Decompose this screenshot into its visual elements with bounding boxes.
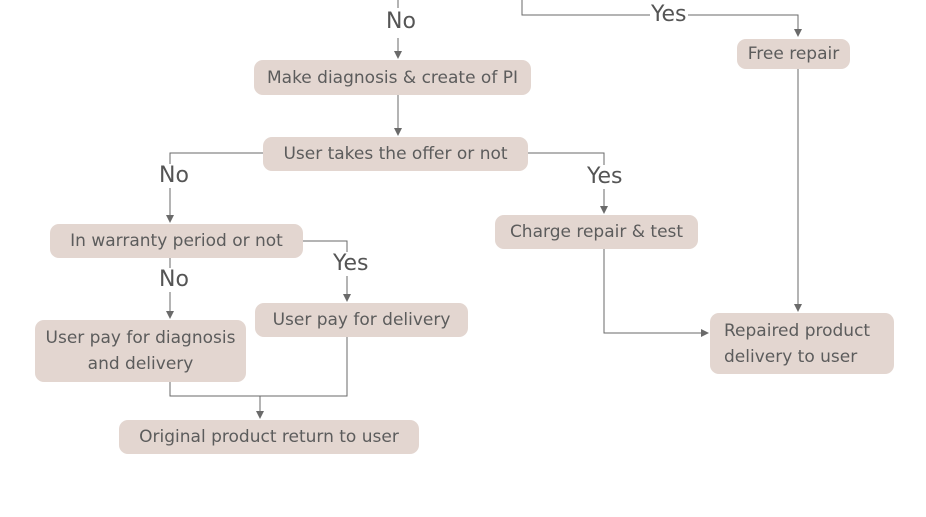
edge-paydelivery-merge [260, 337, 348, 397]
node-free-repair: Free repair [737, 39, 850, 69]
label-top-no: No [385, 9, 417, 34]
label-warranty-yes: Yes [332, 251, 370, 276]
node-user-pay-delivery: User pay for delivery [255, 303, 468, 337]
edge-charge-to-delivered [603, 249, 709, 337]
edge-warranty-yes [303, 240, 351, 302]
node-warranty-check: In warranty period or not [50, 224, 303, 258]
node-user-takes-offer: User takes the offer or not [263, 137, 528, 171]
node-repaired-product-delivery: Repaired product delivery to user [710, 313, 894, 374]
node-user-pay-diagnosis: User pay for diagnosis and delivery [35, 320, 246, 382]
node-make-diagnosis: Make diagnosis & create of PI [254, 60, 531, 95]
edge-offer-no [166, 152, 263, 223]
label-top-yes: Yes [650, 2, 688, 27]
node-original-product-return: Original product return to user [119, 420, 419, 454]
label-warranty-no: No [158, 267, 190, 292]
node-charge-repair: Charge repair & test [495, 215, 698, 249]
label-offer-yes: Yes [586, 164, 624, 189]
edge-offer-yes [528, 152, 608, 214]
edge-paydiag-merge [169, 382, 260, 397]
label-offer-no: No [158, 163, 190, 188]
